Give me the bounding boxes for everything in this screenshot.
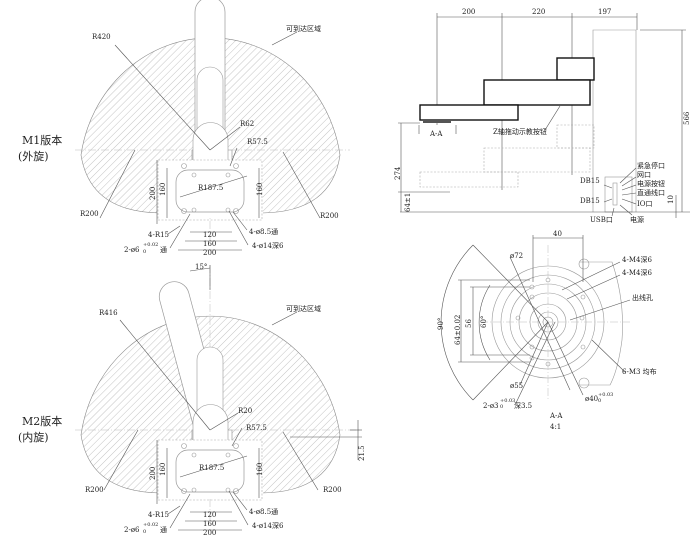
side-section-label: A-A: [429, 130, 443, 138]
m1-dim-h160-right: 160: [256, 183, 264, 196]
m1-pin-hole: 2-ø6: [124, 246, 140, 254]
m2-dim-outer-radius: R416: [99, 309, 118, 317]
m1-dim-r200-right: R200: [320, 212, 339, 220]
m2-pin-tol-lower: 0: [143, 529, 146, 535]
port-usb: USB口: [590, 216, 613, 224]
port-db15-top: DB15: [580, 177, 600, 185]
m2-dim-r200-left: R200: [85, 486, 104, 494]
side-dim-base-height: 64±1: [404, 193, 412, 212]
m1-dim-r200-left: R200: [80, 210, 99, 218]
port-passthrough: 直通线口: [637, 188, 665, 197]
m2-dim-r15: 4-R15: [148, 511, 169, 519]
flange-pin-suffix: 深3.5: [514, 401, 532, 410]
side-dim-total-height: 566: [683, 111, 691, 125]
m1-dim-h160-left: 160: [159, 183, 167, 196]
m1-hole-counter: 4-ø14深6: [252, 241, 284, 250]
m2-dim-r187: R187.5: [199, 464, 224, 472]
port-estop: 紧急停口: [637, 161, 665, 170]
m2-dim-h200: 200: [149, 467, 157, 480]
flange-dia40: ø40: [585, 395, 598, 403]
flange-dim-width: 40: [553, 230, 562, 238]
m2-dim-r57: R57.5: [246, 424, 267, 432]
flange-m4-a: 4-M4深6: [622, 255, 652, 264]
side-dim-arm1: 200: [462, 8, 475, 16]
m1-pin-suffix: 通: [160, 245, 167, 254]
side-dim-arm3: 197: [598, 8, 611, 16]
flange-m3-holes: 6-M3 均布: [622, 367, 657, 376]
m1-reach-label: 可到达区域: [286, 24, 321, 33]
m2-workspace-view: M2版本 (内旋) 15° 可到达区域 R416 R20 R57.5 R187.…: [18, 263, 366, 537]
flange-dia40-tol-upper: +0.03: [598, 392, 613, 398]
flange-section-label: A-A: [549, 412, 563, 420]
side-column: [592, 29, 637, 212]
flange-pin-hole: 2-ø3: [483, 402, 499, 410]
flange-m4-b: 4-M4深6: [622, 268, 652, 277]
flange-angle-60: 60°: [480, 316, 488, 328]
m2-reach-label: 可到达区域: [286, 304, 321, 313]
m2-dim-h160-left: 160: [159, 463, 167, 476]
side-dim-arm2: 220: [532, 8, 545, 16]
m1-dim-r15: 4-R15: [148, 231, 169, 239]
flange-pin-tol-lower: 0: [500, 404, 503, 410]
m1-pin-tol-upper: +0.02: [143, 242, 158, 248]
m1-hole-through: 4-ø8.5通: [249, 227, 278, 236]
flange-detail: 40 ø72 4-M4深6 4-M4深6 出线孔 6-M3 均布 ø40 +0.…: [437, 230, 657, 431]
port-io: IO口: [637, 200, 653, 208]
m2-dim-angle: 15°: [195, 263, 207, 271]
m2-pin-tol-upper: +0.02: [143, 522, 158, 528]
port-db15-bottom: DB15: [580, 197, 600, 205]
m2-base: [175, 449, 245, 493]
flange-dim-56: 56: [465, 319, 473, 328]
m1-subtitle: (外旋): [18, 149, 49, 163]
m1-dim-w160: 160: [203, 240, 216, 248]
m2-pin-suffix: 通: [160, 525, 167, 534]
m2-title: M2版本: [22, 414, 62, 428]
side-dim-foot: 10: [667, 195, 675, 204]
m2-pin-hole: 2-ø6: [124, 526, 140, 534]
m2-dim-h160-right: 160: [256, 463, 264, 476]
m2-dim-w160: 160: [203, 520, 216, 528]
side-link-2: [483, 79, 591, 106]
flange-angle-90: 90°: [437, 318, 445, 330]
flange-dia55: ø55: [510, 382, 523, 390]
m1-workspace-view: M1版本 (外旋) 可到达区域 R420 R62 R57.5 R187.5 R2…: [18, 0, 350, 257]
m2-dim-w200: 200: [203, 529, 216, 537]
side-dim-flange-height: 274: [394, 166, 402, 180]
m2-hole-through: 4-ø8.5通: [249, 507, 278, 516]
m1-dim-r187: R187.5: [198, 184, 223, 192]
m2-dim-offset: 21.5: [358, 445, 366, 461]
side-view: 200 220 197 A-A Z轴拖动示教按钮 566 274 64±1 10: [394, 8, 691, 224]
z-drag-button-label: Z轴拖动示教按钮: [493, 127, 547, 136]
m2-dim-w120: 120: [203, 511, 216, 519]
port-power-button: 电源按钮: [637, 179, 665, 188]
flange-scale: 4:1: [550, 423, 561, 431]
m1-dim-outer-radius: R420: [92, 33, 111, 41]
m2-hole-counter: 4-ø14深6: [252, 521, 284, 530]
m1-base: [175, 169, 245, 213]
side-end-effector: [423, 120, 451, 123]
port-power: 电源: [630, 215, 644, 224]
flange-plate: [580, 261, 623, 386]
m2-subtitle: (内旋): [18, 430, 49, 444]
flange-dia72: ø72: [510, 252, 523, 260]
m2-dim-inner-radius: R20: [238, 407, 252, 415]
port-ethernet: 网口: [637, 171, 651, 179]
m1-dim-r57: R57.5: [247, 138, 268, 146]
side-link-1: [419, 104, 519, 121]
m1-pin-tol-lower: 0: [143, 249, 146, 255]
flange-pin-tol-upper: +0.03: [500, 398, 515, 404]
flange-cable-hole: 出线孔: [632, 293, 653, 302]
m1-dim-h200: 200: [149, 187, 157, 200]
m1-dim-w200: 200: [203, 249, 216, 257]
m1-dim-w120: 120: [203, 231, 216, 239]
m1-title: M1版本: [22, 133, 62, 147]
flange-dim-64: 64±0.02: [454, 315, 462, 345]
flange-dia40-tol-lower: 0: [598, 398, 601, 404]
m1-dim-inner-radius: R62: [240, 120, 254, 128]
m2-dim-r200-right: R200: [323, 486, 342, 494]
side-link-3: [556, 57, 595, 81]
